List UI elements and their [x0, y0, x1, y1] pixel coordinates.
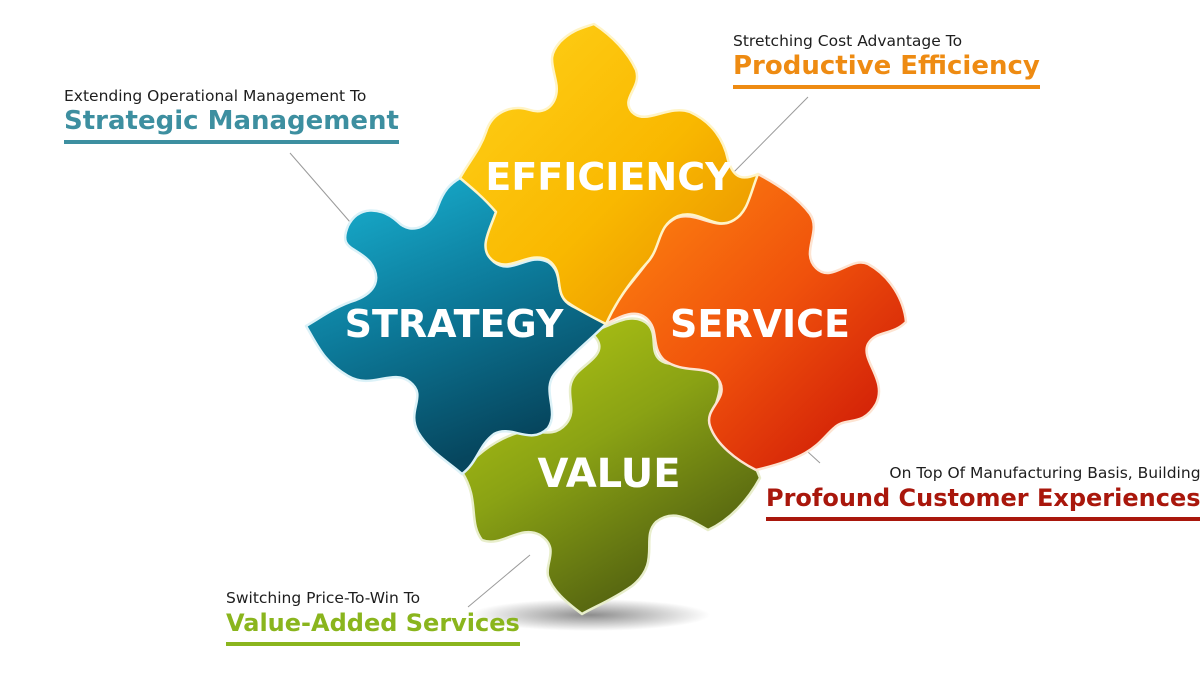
drop-shadow	[470, 599, 710, 631]
leader-line-value	[467, 554, 531, 608]
strategy-label: STRATEGY	[345, 302, 564, 346]
callout-heading: Productive Efficiency	[733, 51, 1040, 89]
callout-strategic-management: Extending Operational Management To Stra…	[64, 86, 399, 144]
callout-subtitle: Extending Operational Management To	[64, 87, 367, 105]
value-label: VALUE	[537, 451, 680, 497]
efficiency-label: EFFICIENCY	[485, 155, 733, 199]
leader-line-productive	[727, 96, 809, 179]
callout-subtitle: On Top Of Manufacturing Basis, Building	[889, 464, 1200, 482]
callout-subtitle: Switching Price-To-Win To	[226, 589, 421, 607]
callout-heading: Value-Added Services	[226, 608, 520, 646]
callout-customer-experiences: On Top Of Manufacturing Basis, Building …	[766, 463, 1200, 521]
callout-subtitle: Stretching Cost Advantage To	[733, 32, 963, 50]
callout-heading: Strategic Management	[64, 106, 399, 144]
callout-value-added-services: Switching Price-To-Win To Value-Added Se…	[226, 588, 520, 646]
callout-productive-efficiency: Stretching Cost Advantage To Productive …	[733, 31, 1040, 89]
service-label: SERVICE	[670, 302, 850, 346]
puzzle-piece-efficiency	[458, 22, 760, 326]
callout-heading: Profound Customer Experiences	[766, 483, 1200, 521]
